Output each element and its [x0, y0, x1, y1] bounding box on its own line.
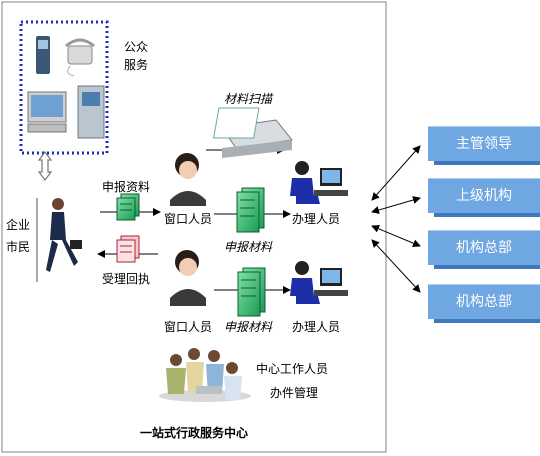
headquarters-box-2: 机构总部: [428, 284, 540, 319]
link-headquarters-2: [371, 239, 421, 293]
case-management-label: 办件管理: [270, 386, 319, 400]
report-material-bottom-label: 申报材料: [224, 320, 273, 334]
public-service-label-1: 公众: [124, 40, 149, 54]
window-staff-bottom-label: 窗口人员: [164, 320, 213, 334]
public-service-label-2: 服务: [124, 58, 149, 72]
material-scan-label: 材料扫描: [224, 92, 273, 106]
submit-materials-label: 申报资料: [102, 180, 151, 194]
center-staff-label: 中心工作人员: [256, 362, 329, 376]
headquarters-box-1: 机构总部: [428, 230, 540, 265]
receipt-label: 受理回执: [102, 272, 151, 286]
citizen-label-1: 企业: [6, 218, 31, 232]
citizen-figure: [36, 198, 82, 282]
center-staff-group: [159, 348, 251, 402]
public-service-connector: [37, 151, 53, 181]
report-docs-bottom-icon: [237, 267, 266, 317]
link-leader: [371, 145, 421, 201]
handler-top-label: 办理人员: [292, 212, 341, 226]
report-material-top-label: 申报材料: [224, 240, 273, 254]
report-docs-top-icon: [236, 187, 265, 233]
link-superior: [371, 196, 421, 214]
computer-icon: [27, 91, 67, 133]
kiosk-icon: [77, 85, 105, 139]
window-staff-top-label: 窗口人员: [164, 212, 213, 226]
handler-bottom-label: 办理人员: [292, 320, 341, 334]
public-service-box: [19, 20, 109, 155]
supervising-leader-box: 主管领导: [428, 126, 540, 161]
handler-top-figure: [290, 161, 348, 204]
link-headquarters-1: [371, 225, 421, 247]
receipt-docs-icon: [116, 235, 140, 263]
scanner-icon: [213, 107, 293, 158]
telephone-icon: [65, 38, 95, 77]
mobile-phone-icon: [36, 36, 50, 74]
center-title: 一站式行政服务中心: [140, 426, 249, 440]
submit-docs-icon: [116, 193, 140, 221]
window-staff-top-figure: [170, 153, 206, 206]
superior-agency-box: 上级机构: [428, 178, 540, 213]
citizen-label-2: 市民: [6, 240, 31, 254]
window-staff-bottom-figure: [170, 250, 206, 306]
handler-bottom-figure: [290, 261, 348, 304]
